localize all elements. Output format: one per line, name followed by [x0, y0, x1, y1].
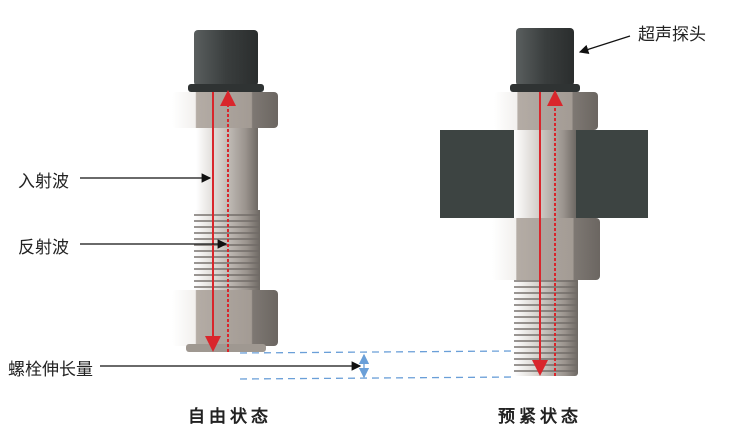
- reflected-wave-label: 反射波: [18, 238, 69, 258]
- preload-state-caption: 预紧状态: [498, 407, 582, 427]
- free-state-caption: 自由状态: [188, 407, 272, 427]
- preload-state-bolt: [440, 28, 648, 376]
- elongation-dimension: [239, 350, 517, 380]
- probe-pointer: [578, 35, 631, 55]
- bottom-nut: [492, 218, 600, 280]
- bottom-nut: [172, 290, 278, 346]
- free-state-bolt: [172, 30, 278, 352]
- ultrasonic-probe: [516, 28, 574, 86]
- incident-wave-label: 入射波: [18, 172, 69, 192]
- top-nut: [494, 92, 598, 130]
- top-nut: [172, 92, 278, 128]
- ultrasonic-probe: [194, 30, 258, 86]
- elongation-label: 螺栓伸长量: [8, 360, 93, 380]
- probe-label: 超声探头: [638, 25, 706, 45]
